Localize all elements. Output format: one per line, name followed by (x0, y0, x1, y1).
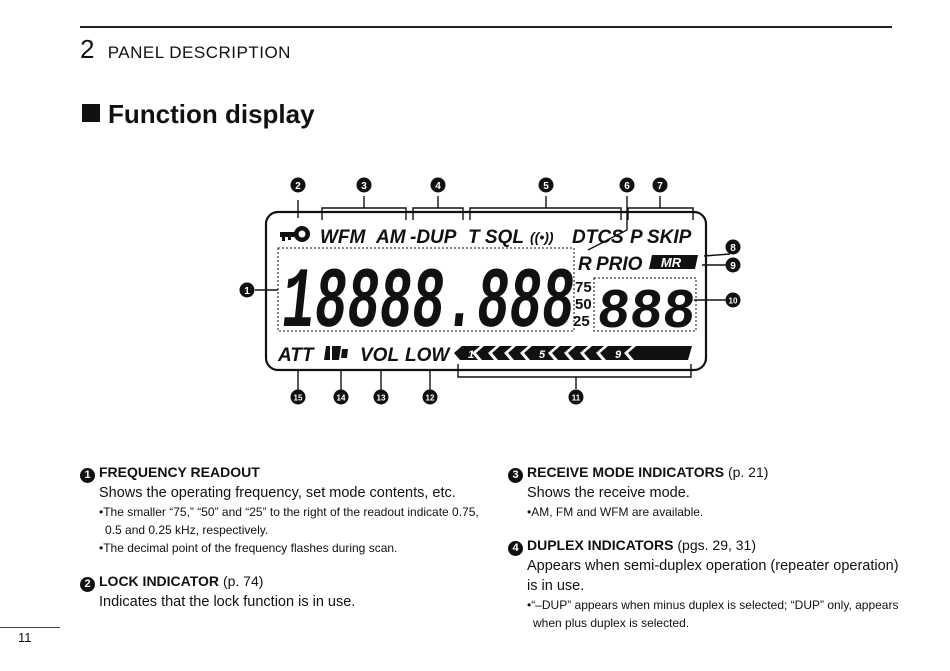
item-description: Shows the operating frequency, set mode … (99, 485, 456, 501)
svg-text:2: 2 (295, 181, 301, 192)
callout-11: 11 (568, 389, 584, 405)
svg-text:8: 8 (730, 243, 736, 254)
frequency-readout: 18888.888 (277, 254, 579, 352)
r-indicator: R (578, 254, 592, 275)
chapter-title: PANEL DESCRIPTION (107, 43, 291, 62)
callout-6: 6 (619, 177, 635, 193)
callout-12: 12 (422, 389, 438, 405)
svg-text:7: 7 (657, 181, 663, 192)
prio-indicator: PRIO (596, 254, 643, 275)
lcd-outline (264, 210, 708, 372)
svg-text:4: 4 (435, 181, 441, 192)
section-heading: Function display (82, 98, 315, 130)
svg-text:12: 12 (426, 394, 435, 403)
low-indicator: LOW (405, 345, 451, 366)
pocket-beep-icon: ((•)) (530, 229, 554, 245)
item-badge: 4 (508, 541, 523, 556)
header-rule (80, 26, 892, 28)
vol-indicator: VOL (360, 345, 399, 366)
item-bullet: •The decimal point of the frequency flas… (99, 541, 398, 555)
item-bullet: •The smaller “75,” “50” and “25” to the … (99, 505, 479, 537)
item-bullet: •“–DUP” appears when minus duplex is sel… (527, 598, 899, 630)
svg-text:5: 5 (539, 349, 546, 361)
item-badge: 3 (508, 468, 523, 483)
item-title: DUPLEX INDICATORS (527, 537, 674, 553)
svg-text:MR: MR (661, 255, 682, 270)
svg-text:13: 13 (377, 394, 386, 403)
chapter-number: 2 (80, 34, 95, 64)
function-display-diagram: 2 3 4 5 6 7 8 9 10 1 11 12 13 14 15 WFM … (239, 177, 741, 405)
item-description: Appears when semi-duplex operation (repe… (527, 558, 899, 594)
sub-50: 50 (575, 296, 592, 313)
svg-text:1: 1 (244, 286, 250, 297)
callout-8: 8 (725, 239, 741, 255)
att-indicator: ATT (277, 345, 315, 366)
svg-text:10: 10 (729, 297, 738, 306)
item-description: Shows the receive mode. (527, 485, 690, 501)
callout-13: 13 (373, 389, 389, 405)
item-badge: 1 (80, 468, 95, 483)
am-indicator: AM (375, 227, 407, 248)
section-title: Function display (108, 99, 315, 129)
callout-9: 9 (725, 257, 741, 273)
dup-indicator: -DUP (410, 227, 457, 248)
memory-channel-readout: 888 (594, 280, 699, 344)
item-frequency-readout: 1 FREQUENCY READOUT Shows the operating f… (80, 462, 480, 557)
chapter-header: 2 PANEL DESCRIPTION (80, 34, 291, 68)
svg-text:14: 14 (337, 394, 346, 403)
callout-1: 1 (239, 282, 255, 298)
sub-75: 75 (575, 279, 592, 296)
page-number-rule (0, 627, 60, 628)
svg-text:9: 9 (730, 261, 736, 272)
item-badge: 2 (80, 577, 95, 592)
priority-p-indicator: P (630, 227, 643, 248)
svg-text:9: 9 (615, 349, 622, 361)
svg-text:6: 6 (624, 181, 630, 192)
tsql-indicator: T SQL (468, 227, 524, 248)
key-icon (280, 226, 310, 242)
svg-text:11: 11 (572, 394, 581, 403)
item-description: Indicates that the lock function is in u… (99, 594, 356, 610)
mr-indicator: MR (649, 255, 698, 270)
wfm-indicator: WFM (320, 227, 367, 248)
left-column: 1 FREQUENCY READOUT Shows the operating f… (80, 462, 480, 626)
item-title: RECEIVE MODE INDICATORS (527, 464, 725, 480)
callout-7: 7 (652, 177, 668, 193)
svg-text:1: 1 (468, 349, 474, 361)
callout-2: 2 (290, 177, 306, 193)
callout-4: 4 (430, 177, 446, 193)
dtcs-indicator: DTCS (572, 227, 624, 248)
callout-15: 15 (290, 389, 306, 405)
item-title: FREQUENCY READOUT (99, 464, 260, 480)
callout-5: 5 (538, 177, 554, 193)
callout-10: 10 (725, 292, 741, 308)
sub-25: 25 (573, 313, 590, 330)
svg-text:5: 5 (543, 181, 549, 192)
page-number: 11 (18, 630, 32, 645)
square-bullet-icon (82, 104, 100, 122)
item-bullet: •AM, FM and WFM are available. (527, 505, 704, 519)
skip-indicator: SKIP (647, 227, 692, 248)
svg-text:15: 15 (294, 394, 303, 403)
svg-text:3: 3 (361, 181, 367, 192)
battery-icon (324, 346, 348, 360)
signal-meter: 1 5 9 (454, 346, 692, 361)
callout-14: 14 (333, 389, 349, 405)
item-title: LOCK INDICATOR (99, 573, 220, 589)
callout-3: 3 (356, 177, 372, 193)
